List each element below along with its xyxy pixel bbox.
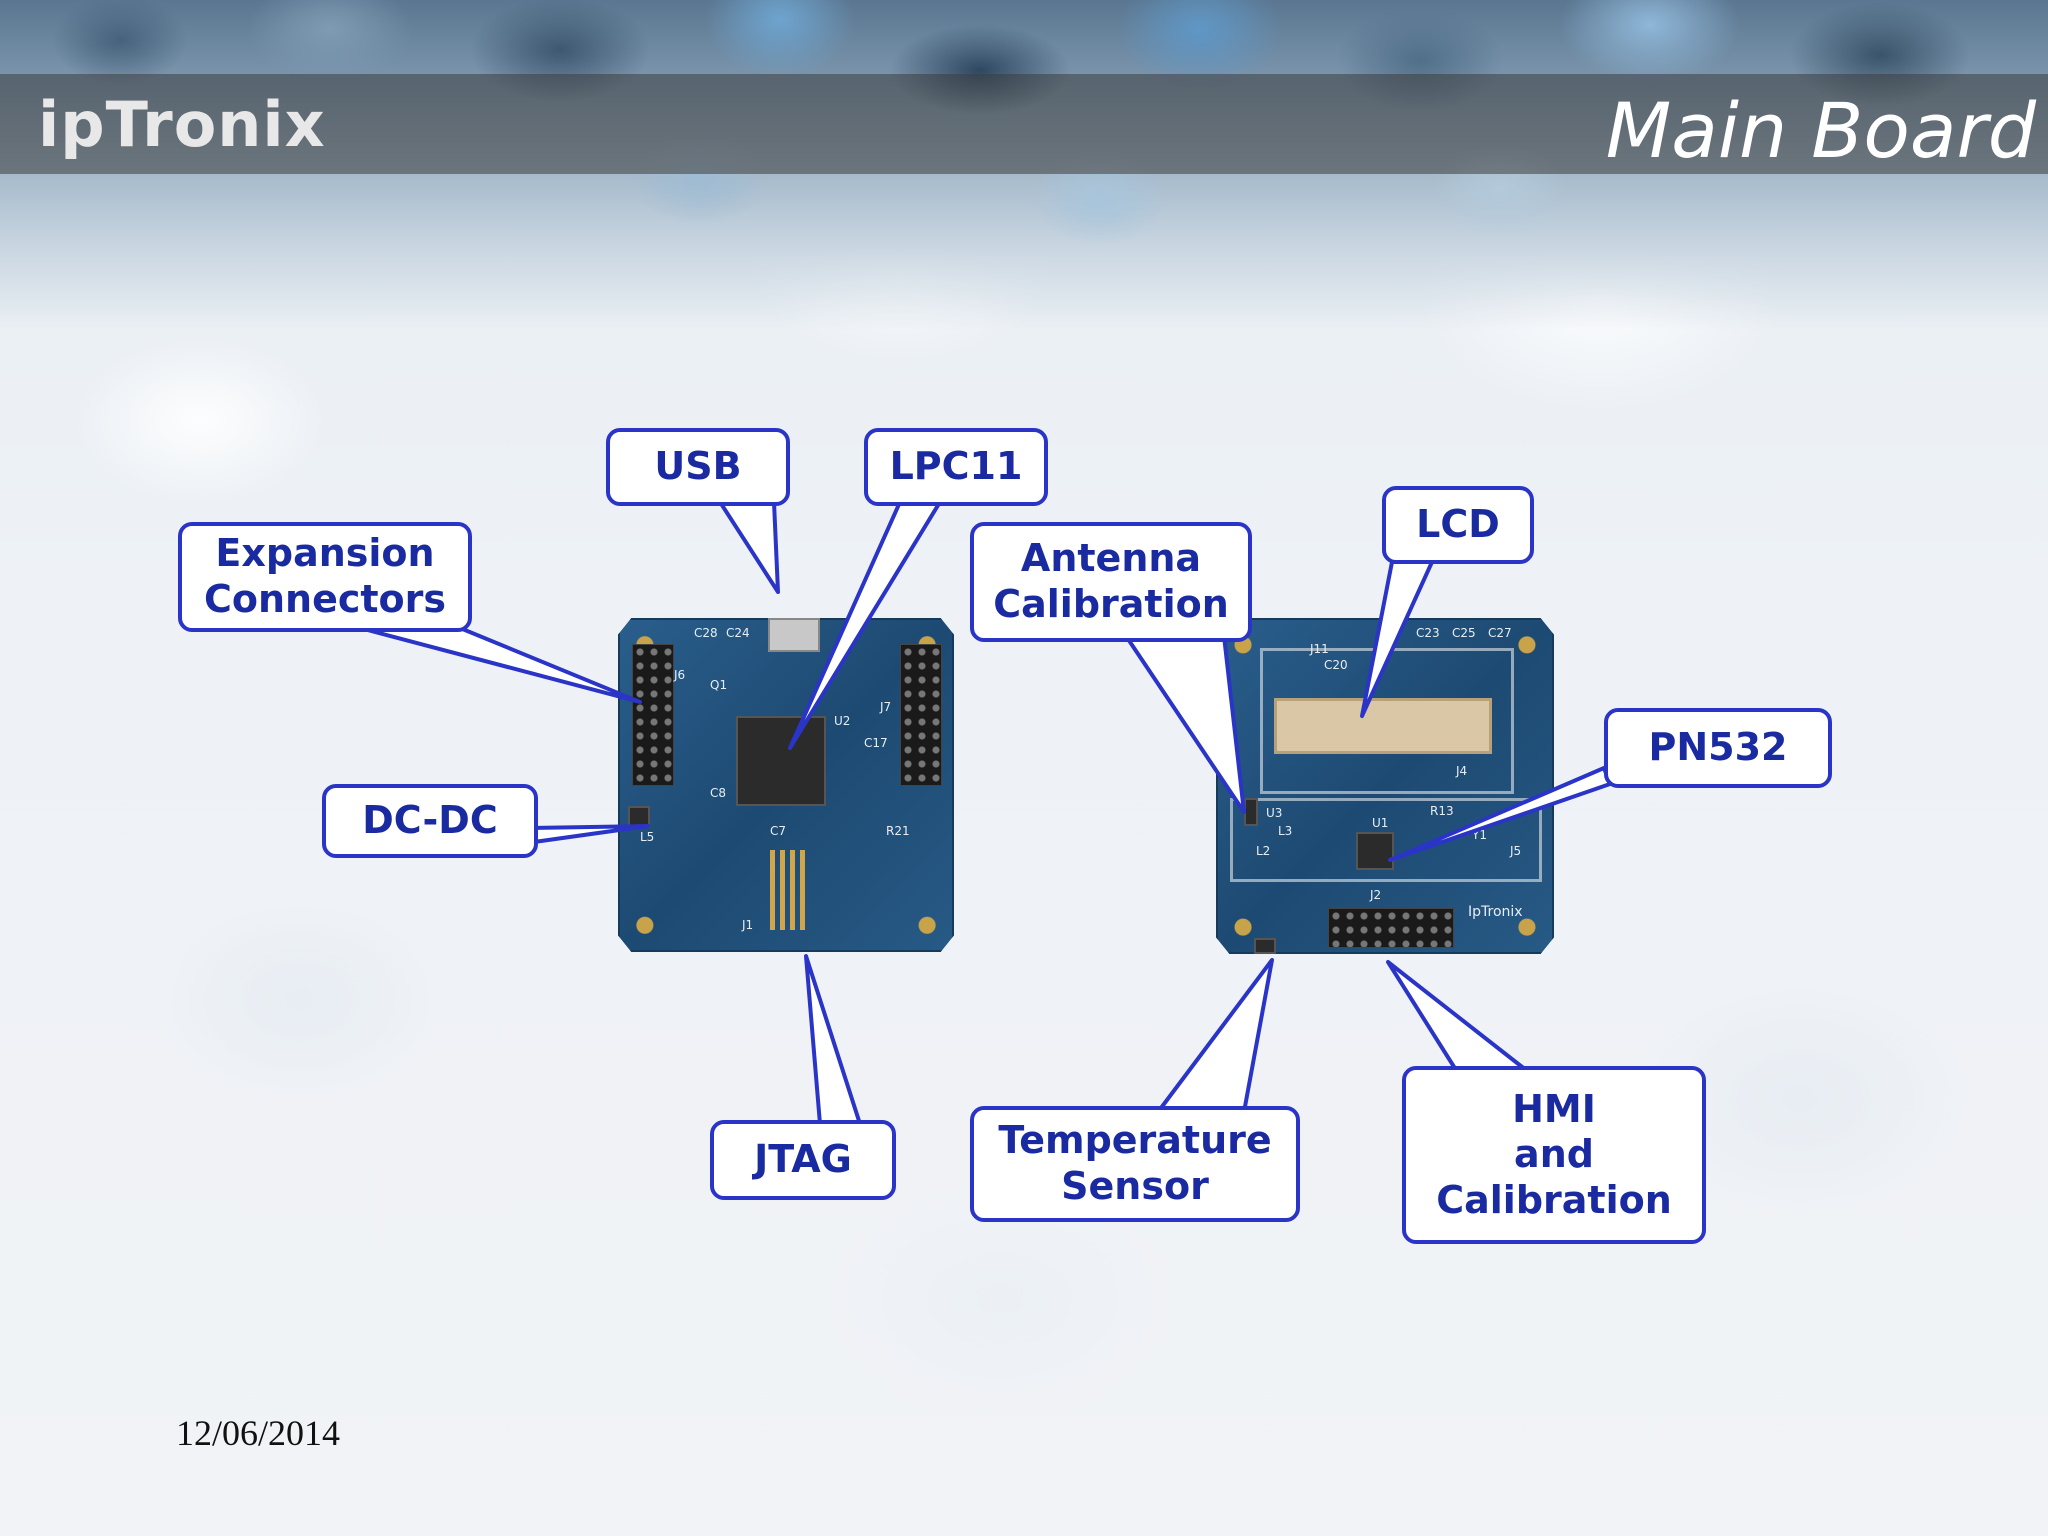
silk-label: C23 [1416,626,1440,640]
callout-pn532-text: PN532 [1648,725,1788,770]
callout-usb: USB [606,428,790,506]
callout-expansion-line1: Expansion [215,531,435,576]
callout-hmi-line3: Calibration [1436,1177,1672,1222]
temperature-sensor-chip [1254,938,1276,954]
header-band [0,74,2048,174]
callout-lcd-text: LCD [1416,502,1500,547]
callout-lpc11-text: LPC11 [889,444,1023,489]
silk-label: J1 [742,918,754,932]
lcd-pointer [1360,560,1434,718]
callout-dcdc-text: DC-DC [362,798,498,843]
pn532-pointer [1388,766,1612,862]
antenna-pointer [1124,634,1246,814]
callout-temp-line1: Temperature [998,1118,1272,1163]
callout-expansion-line2: Connectors [203,577,447,621]
main-board-front: C28 C24 J6 Q1 U2 J7 C17 C8 C7 L5 R21 J1 [618,618,954,952]
brand-logo: ipTronix [38,88,326,161]
callout-antenna-calibration: Antenna Calibration [970,522,1252,642]
callout-hmi-line1: HMI [1512,1086,1596,1131]
expansion-connector-left [632,644,674,786]
expansion-connector-right [900,644,942,786]
hmi-pointer [1386,960,1528,1072]
silk-label: C17 [864,736,888,750]
silk-label: C24 [726,626,750,640]
pn532-chip [1356,832,1394,870]
usb-pointer [718,500,780,594]
temp-pointer [1156,958,1274,1114]
silk-label: R13 [1430,804,1454,818]
silk-label: C8 [710,786,727,800]
silk-label: C20 [1324,658,1348,672]
callout-usb-text: USB [654,444,742,489]
silk-label: R21 [886,824,910,838]
callout-antenna-line2: Calibration [993,582,1229,626]
hmi-connector [1328,908,1454,948]
silk-label: J4 [1456,764,1468,778]
main-board-back: J11 C20 C23 C25 C27 J4 U3 L3 L2 U1 R13 Y… [1216,618,1554,954]
callout-antenna-line1: Antenna [1020,536,1202,581]
silk-label: J5 [1510,844,1522,858]
jtag-header [766,850,812,930]
silk-label: J11 [1310,642,1329,656]
silk-label: U1 [1372,816,1389,830]
silk-label: C27 [1488,626,1512,640]
silk-label: L3 [1278,824,1293,838]
silk-label: J2 [1370,888,1382,902]
callout-hmi-line2: and [1514,1132,1594,1177]
lcd-connector [1274,698,1492,754]
callout-dcdc: DC-DC [322,784,538,858]
callout-expansion-connectors: Expansion Connectors [178,522,472,632]
callout-pn532: PN532 [1604,708,1832,788]
callout-hmi-calibration: HMI and Calibration [1402,1066,1706,1244]
slide-title: Main Board [1605,86,2036,175]
silk-label: J6 [674,668,686,682]
silk-label: IpTronix [1468,904,1523,920]
lpc11-chip [736,716,826,806]
dcdc-pointer [528,824,650,844]
silk-label: U2 [834,714,851,728]
antenna-outline [1230,798,1542,882]
silk-label: C7 [770,824,787,838]
callout-temp-line2: Sensor [1061,1164,1209,1208]
silk-label: Q1 [710,678,728,692]
silk-label: L5 [640,830,655,844]
silk-label: J7 [880,700,892,714]
callout-lpc11: LPC11 [864,428,1048,506]
lpc11-pointer [788,500,942,750]
expansion-pointer [358,626,642,704]
jtag-pointer [804,954,862,1126]
silk-label: L2 [1256,844,1271,858]
silk-label: C25 [1452,626,1476,640]
callout-temperature-sensor: Temperature Sensor [970,1106,1300,1222]
slide-date: 12/06/2014 [176,1413,341,1453]
silk-label: C28 [694,626,718,640]
callout-jtag: JTAG [710,1120,896,1200]
callout-jtag-text: JTAG [754,1137,852,1182]
silk-label: U3 [1266,806,1283,820]
usb-port [768,618,820,652]
callout-lcd: LCD [1382,486,1534,564]
